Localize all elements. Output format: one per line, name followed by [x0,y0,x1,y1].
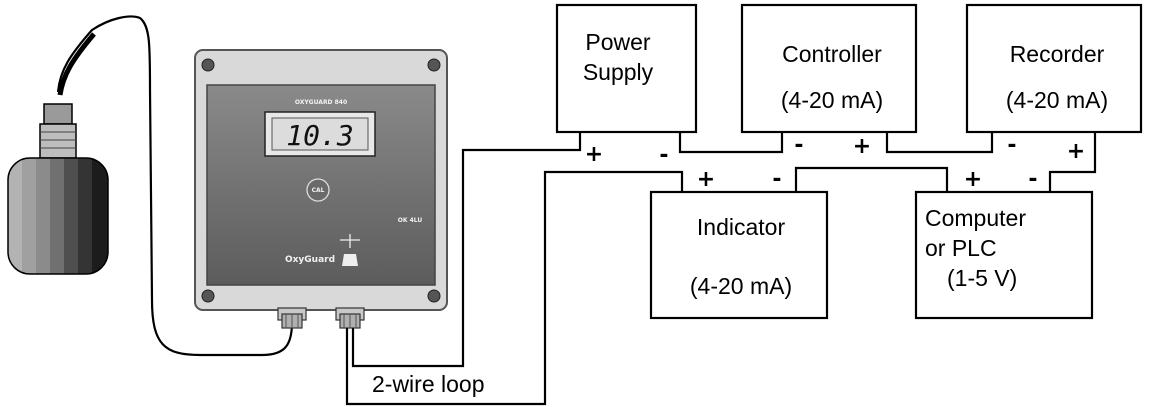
device-side-label: OK 4LU [398,217,423,224]
controller-label-line2: (4-20 mA) [781,87,883,113]
computer-plc-box: Computer or PLC (1-5 V) [914,190,1094,320]
indicator-plus-terminal: + [697,167,715,192]
cable-gland-left [277,307,307,329]
recorder-label-line2: (4-20 mA) [1006,87,1108,113]
indicator-label-line1: Indicator [697,214,786,240]
indicator-label-line2: (4-20 mA) [690,273,792,299]
computer-label-line2: or PLC [925,235,997,261]
screw-icon [201,58,215,72]
cal-button-label: CAL [312,187,325,194]
computer-minus-terminal: - [1028,167,1037,192]
power-minus-terminal: - [659,143,668,168]
computer-plus-terminal: + [964,167,982,192]
recorder-plus-terminal: + [1067,139,1085,164]
controller-minus-terminal: - [794,133,803,158]
screw-icon [201,289,215,303]
two-wire-loop-label: 2-wire loop [372,371,485,397]
recorder-box: Recorder (4-20 mA) [965,3,1143,134]
controller-plus-terminal: + [853,134,871,159]
display-value: 10.3 [286,119,353,152]
loop-wires [345,132,1097,406]
controller-label-line1: Controller [782,41,882,67]
power-supply-label-line1: Power [585,29,651,55]
probe-cable [56,15,294,357]
terminal-marks: + - - + - + + - + - [585,133,1085,192]
brand-label: OxyGuard [285,255,335,265]
cal-button [306,178,330,202]
recorder-label-line1: Recorder [1010,41,1105,67]
oxygen-probe [7,15,294,357]
probe-body [8,158,108,274]
screw-icon [427,58,441,72]
recorder-minus-terminal: - [1007,133,1016,158]
indicator-box: Indicator (4-20 mA) [649,190,829,320]
power-plus-terminal: + [585,142,603,167]
fish-logo-icon [342,254,358,266]
oxyguard-transmitter: OXYGUARD 840 10.3 CAL OK 4LU OxyGuard [194,49,448,329]
controller-box: Controller (4-20 mA) [740,3,918,134]
device-model-label: OXYGUARD 840 [295,99,347,106]
computer-label-line1: Computer [925,205,1026,231]
screw-icon [427,289,441,303]
power-supply-label-line2: Supply [583,59,654,85]
power-supply-box: Power Supply [555,3,698,134]
computer-label-line3: (1-5 V) [947,265,1017,291]
probe-connector [43,103,73,125]
cable-gland-right [335,307,365,329]
indicator-minus-terminal: - [772,167,781,192]
